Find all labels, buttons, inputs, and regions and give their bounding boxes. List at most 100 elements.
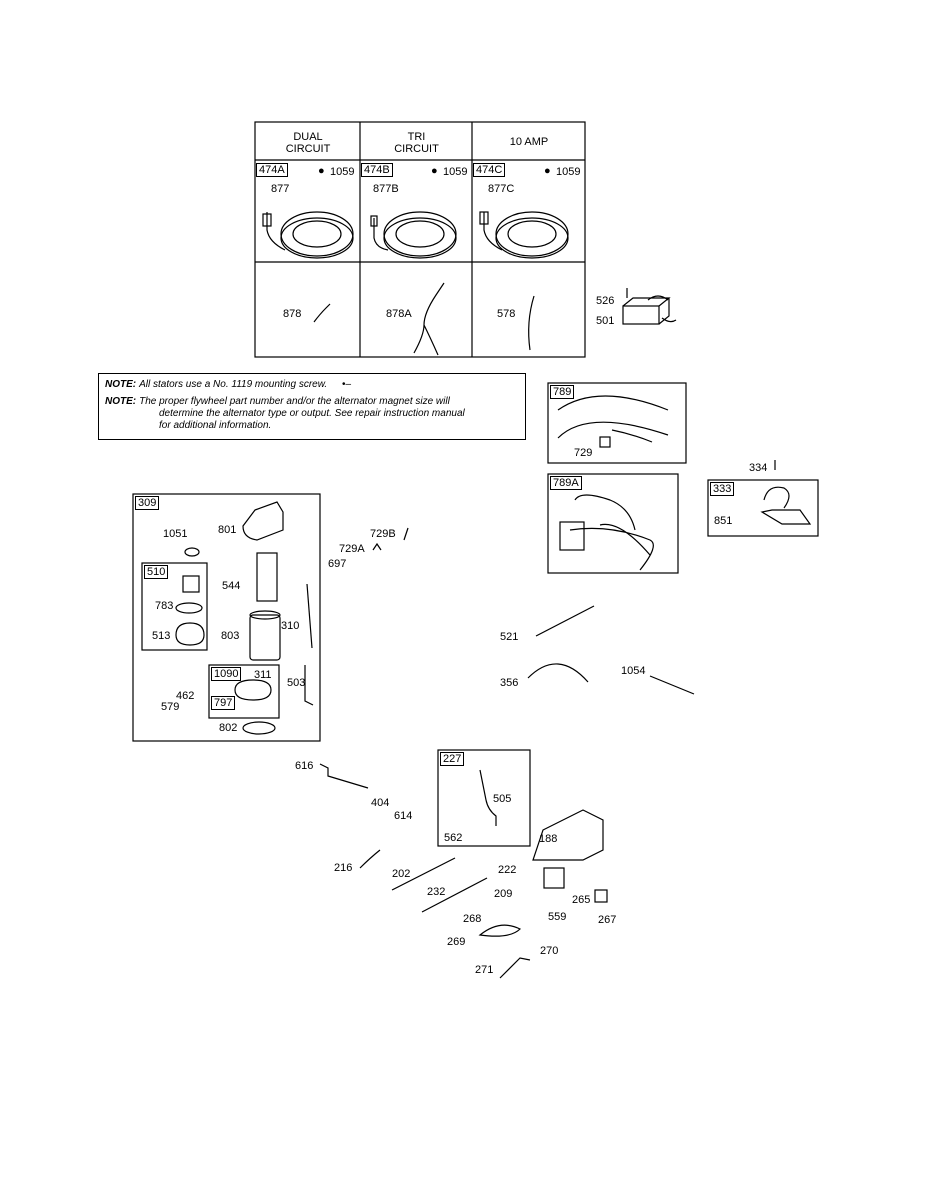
label-1054: 1054 bbox=[621, 665, 646, 677]
lever-616-drawing bbox=[319, 763, 369, 789]
label-311: 311 bbox=[254, 669, 272, 681]
harness-789-drawing bbox=[557, 395, 669, 443]
label-559: 559 bbox=[548, 911, 567, 923]
label-270: 270 bbox=[540, 945, 559, 957]
label-271: 271 bbox=[475, 964, 494, 976]
wire-878-drawing bbox=[313, 303, 331, 323]
tag-789: 789 bbox=[550, 385, 575, 399]
label-501: 501 bbox=[596, 315, 615, 327]
label-729: 729 bbox=[574, 447, 593, 459]
stator-474a-drawing bbox=[262, 211, 354, 259]
governor-222-drawing bbox=[543, 867, 565, 889]
label-1059-a: 1059 bbox=[330, 166, 355, 178]
link-202-drawing bbox=[391, 857, 456, 891]
tag-474a: 474A bbox=[256, 163, 288, 177]
clip-729b-drawing bbox=[403, 527, 409, 541]
tag-227: 227 bbox=[440, 752, 465, 766]
label-513: 513 bbox=[152, 630, 171, 642]
lever-227-drawing bbox=[479, 769, 497, 826]
stator-474c-drawing bbox=[479, 211, 569, 259]
label-521: 521 bbox=[500, 631, 519, 643]
label-232: 232 bbox=[427, 886, 446, 898]
label-265: 265 bbox=[572, 894, 591, 906]
box-333-frame bbox=[707, 479, 819, 537]
label-729a: 729A bbox=[339, 543, 365, 555]
label-188: 188 bbox=[539, 833, 558, 845]
note-line-1: NOTE:All stators use a No. 1119 mounting… bbox=[105, 379, 352, 390]
spring-269-drawing bbox=[478, 924, 522, 937]
label-877: 877 bbox=[271, 183, 290, 195]
harness-789a-drawing bbox=[569, 494, 654, 571]
label-505: 505 bbox=[493, 793, 512, 805]
label-268: 268 bbox=[463, 913, 482, 925]
label-616: 616 bbox=[295, 760, 314, 772]
label-878: 878 bbox=[283, 308, 302, 320]
header-tri-circuit: TRI CIRCUIT bbox=[394, 131, 439, 155]
connector-729-drawing bbox=[599, 436, 611, 448]
bracket-503-drawing bbox=[304, 665, 314, 706]
armature-544-drawing bbox=[256, 552, 278, 602]
label-202: 202 bbox=[392, 868, 411, 880]
bolt-310-drawing bbox=[306, 583, 313, 649]
label-579: 579 bbox=[161, 701, 180, 713]
label-267: 267 bbox=[598, 914, 617, 926]
clutch-513-drawing bbox=[175, 622, 205, 646]
label-877c: 877C bbox=[488, 183, 515, 195]
rod-521-drawing bbox=[535, 605, 595, 637]
tag-309: 309 bbox=[135, 496, 160, 510]
lead-356-drawing bbox=[527, 663, 589, 683]
label-462: 462 bbox=[176, 690, 195, 702]
label-614: 614 bbox=[394, 810, 413, 822]
tie-1054-drawing bbox=[649, 675, 695, 695]
label-209: 209 bbox=[494, 888, 513, 900]
bracket-188-drawing bbox=[532, 809, 604, 861]
screw-icon: ● bbox=[544, 165, 551, 177]
tag-797: 797 bbox=[211, 696, 236, 710]
spring-783-drawing bbox=[182, 575, 200, 593]
label-404: 404 bbox=[371, 797, 390, 809]
clip-265-drawing bbox=[594, 889, 608, 903]
label-310: 310 bbox=[281, 620, 300, 632]
box-789a-frame bbox=[547, 473, 679, 574]
screw-icon: ● bbox=[431, 165, 438, 177]
tag-333: 333 bbox=[710, 482, 735, 496]
note-line-2: NOTE:The proper flywheel part number and… bbox=[105, 396, 465, 431]
header-10-amp: 10 AMP bbox=[509, 136, 549, 148]
housing-803-drawing bbox=[249, 614, 281, 661]
tag-1090: 1090 bbox=[211, 667, 242, 681]
label-697: 697 bbox=[328, 558, 347, 570]
note-box: NOTE:All stators use a No. 1119 mounting… bbox=[98, 373, 526, 440]
box-1090-frame bbox=[208, 664, 280, 719]
label-783: 783 bbox=[155, 600, 174, 612]
screw-icon: •– bbox=[341, 379, 352, 390]
label-802: 802 bbox=[219, 722, 238, 734]
box-510-frame bbox=[141, 562, 208, 651]
wire-578-drawing bbox=[528, 295, 535, 351]
box-309-frame bbox=[132, 493, 321, 742]
label-544: 544 bbox=[222, 580, 241, 592]
link-232-drawing bbox=[421, 877, 488, 913]
label-578: 578 bbox=[497, 308, 516, 320]
label-503: 503 bbox=[287, 677, 306, 689]
bearing-1051-drawing bbox=[184, 547, 200, 557]
label-801: 801 bbox=[218, 524, 237, 536]
label-526: 526 bbox=[596, 295, 615, 307]
stator-table-frame bbox=[254, 121, 586, 358]
label-803: 803 bbox=[221, 630, 240, 642]
label-1059-b: 1059 bbox=[443, 166, 468, 178]
tag-789a: 789A bbox=[550, 476, 582, 490]
label-1051: 1051 bbox=[163, 528, 188, 540]
clip-729a-drawing bbox=[372, 542, 382, 551]
tag-474c: 474C bbox=[473, 163, 506, 177]
module-333-drawing bbox=[760, 486, 812, 525]
label-356: 356 bbox=[500, 677, 519, 689]
box-227-frame bbox=[437, 749, 531, 847]
link-216-drawing bbox=[359, 849, 381, 869]
label-269: 269 bbox=[447, 936, 466, 948]
lever-271-drawing bbox=[499, 957, 531, 979]
end-cap-801-drawing bbox=[242, 501, 284, 541]
label-222: 222 bbox=[498, 864, 517, 876]
regulator-501-drawing bbox=[622, 295, 677, 325]
header-dual-circuit: DUAL CIRCUIT bbox=[285, 131, 331, 155]
